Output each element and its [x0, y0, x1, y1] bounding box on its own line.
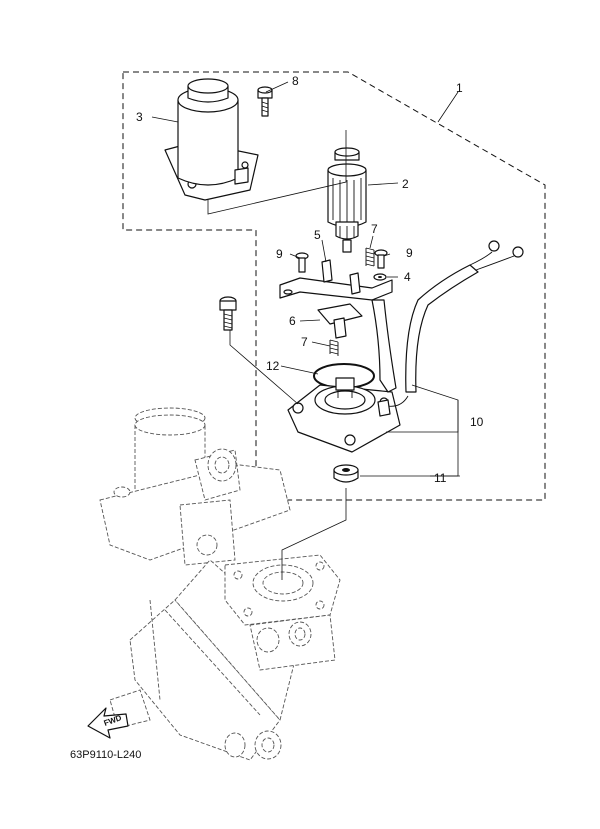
- callout-7-upper: 7: [371, 222, 378, 236]
- callout-6: 6: [289, 314, 296, 328]
- housing-bolt-ref: [219, 296, 237, 331]
- callout-5: 5: [314, 228, 321, 242]
- callout-7-lower: 7: [301, 335, 308, 349]
- screw-part-9-left: [295, 252, 309, 273]
- bolt-part-8: [257, 86, 273, 117]
- armature-part-2: [327, 147, 367, 253]
- callout-10: 10: [470, 415, 484, 429]
- leader-lines: [151, 81, 460, 580]
- motor-part-3: [164, 78, 259, 201]
- brush-plate-part-6: [317, 303, 363, 339]
- callout-4: 4: [404, 270, 411, 284]
- brush-holder-part-5: [279, 259, 393, 301]
- grommet-part-11: [333, 464, 359, 483]
- callout-8: 8: [292, 74, 299, 88]
- brush-spring-part-7-upper: [365, 247, 375, 267]
- washer-part-4: [373, 273, 387, 281]
- callout-2: 2: [402, 177, 409, 191]
- callout-12: 12: [266, 359, 280, 373]
- brush-spring-part-7-lower: [329, 339, 339, 356]
- callout-1: 1: [456, 81, 463, 95]
- callout-3: 3: [136, 110, 143, 124]
- callout-9-right: 9: [406, 246, 413, 260]
- callout-11: 11: [434, 471, 447, 485]
- assembly-boundary-dashed: [122, 71, 546, 501]
- screw-part-9-right: [374, 249, 388, 269]
- reference-bracket-assembly: [99, 407, 341, 761]
- callout-9-left: 9: [276, 247, 283, 261]
- forward-direction-arrow-icon: FWD: [87, 707, 129, 739]
- housing-with-leads-part-10: [287, 240, 524, 453]
- diagram-code-label: 63P9110-L240: [70, 749, 141, 761]
